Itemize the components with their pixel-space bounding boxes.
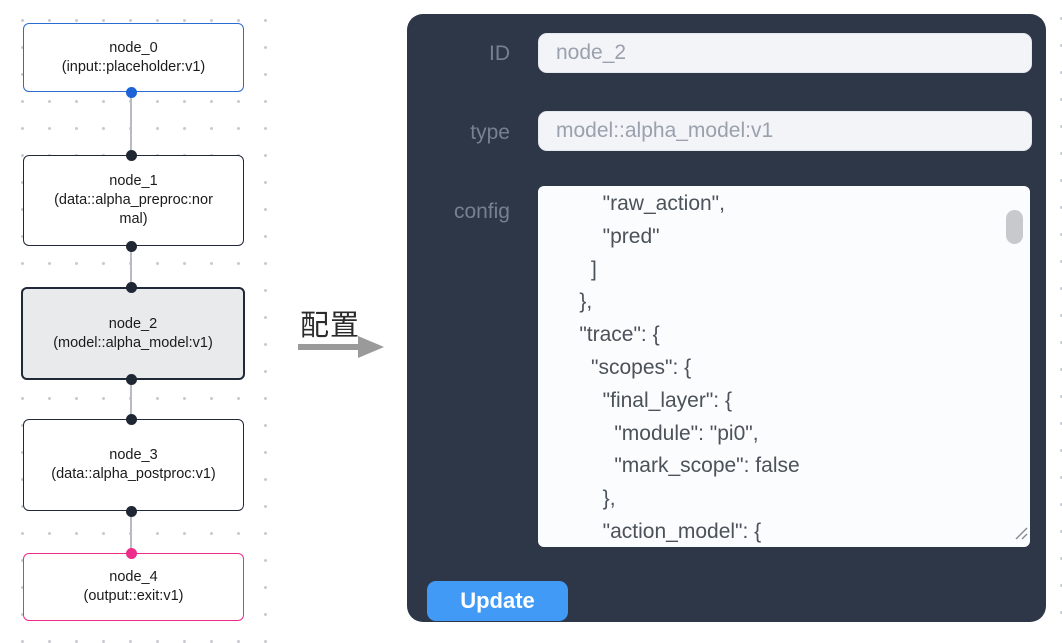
flow-node-node_3[interactable]: node_3 (data::alpha_postproc:v1)	[23, 419, 244, 511]
node-type: (input::placeholder:v1)	[61, 58, 206, 75]
scrollbar-thumb[interactable]	[1006, 210, 1023, 244]
edge-node1-node2	[130, 246, 132, 287]
edge-node2-node3	[130, 380, 132, 419]
flow-node-node_2-selected[interactable]: node_2 (model::alpha_model:v1)	[21, 287, 245, 380]
config-field-label: config	[453, 200, 510, 223]
flow-node-node_1[interactable]: node_1 (data::alpha_preproc:normal)	[23, 155, 244, 246]
config-textarea[interactable]: "raw_action", "pred" ] }, "trace": { "sc…	[538, 186, 1030, 547]
node-title: node_3	[109, 447, 158, 463]
arrow-right-icon	[296, 333, 388, 366]
handle-node2-target[interactable]	[126, 282, 137, 293]
flow-node-node_4[interactable]: node_4 (output::exit:v1)	[23, 553, 244, 621]
edge-node0-node1	[130, 92, 132, 155]
node-title: node_4	[109, 569, 158, 585]
resize-handle-icon[interactable]	[1012, 524, 1028, 545]
handle-node1-source[interactable]	[126, 241, 137, 252]
node-type: (output::exit:v1)	[83, 588, 184, 604]
handle-node3-target[interactable]	[126, 414, 137, 425]
node-title: node_0	[109, 39, 158, 56]
config-json-content: "raw_action", "pred" ] }, "trace": { "sc…	[579, 192, 800, 543]
node-title: node_2	[108, 315, 158, 332]
handle-node3-source[interactable]	[126, 506, 137, 517]
config-annotation-label: 配置	[300, 310, 361, 342]
handle-node2-source[interactable]	[126, 374, 137, 385]
node-type: (data::alpha_postproc:v1)	[51, 466, 216, 482]
edge-node3-node4	[130, 511, 132, 553]
update-button[interactable]: Update	[427, 581, 568, 621]
flow-node-node_0[interactable]: node_0 (input::placeholder:v1)	[23, 23, 244, 92]
type-input[interactable]	[538, 111, 1032, 151]
handle-node1-target[interactable]	[126, 150, 137, 161]
type-field-label: type	[470, 121, 510, 144]
node-type: (model::alpha_model:v1)	[53, 334, 213, 351]
handle-node0-source[interactable]	[126, 87, 137, 98]
id-field-label: ID	[489, 42, 510, 65]
id-input[interactable]	[538, 33, 1032, 73]
node-type: (data::alpha_preproc:normal)	[54, 192, 213, 227]
handle-node4-target[interactable]	[126, 548, 137, 559]
node-config-panel: ID type config "raw_action", "pred" ] },…	[407, 14, 1046, 622]
node-title: node_1	[109, 173, 158, 189]
